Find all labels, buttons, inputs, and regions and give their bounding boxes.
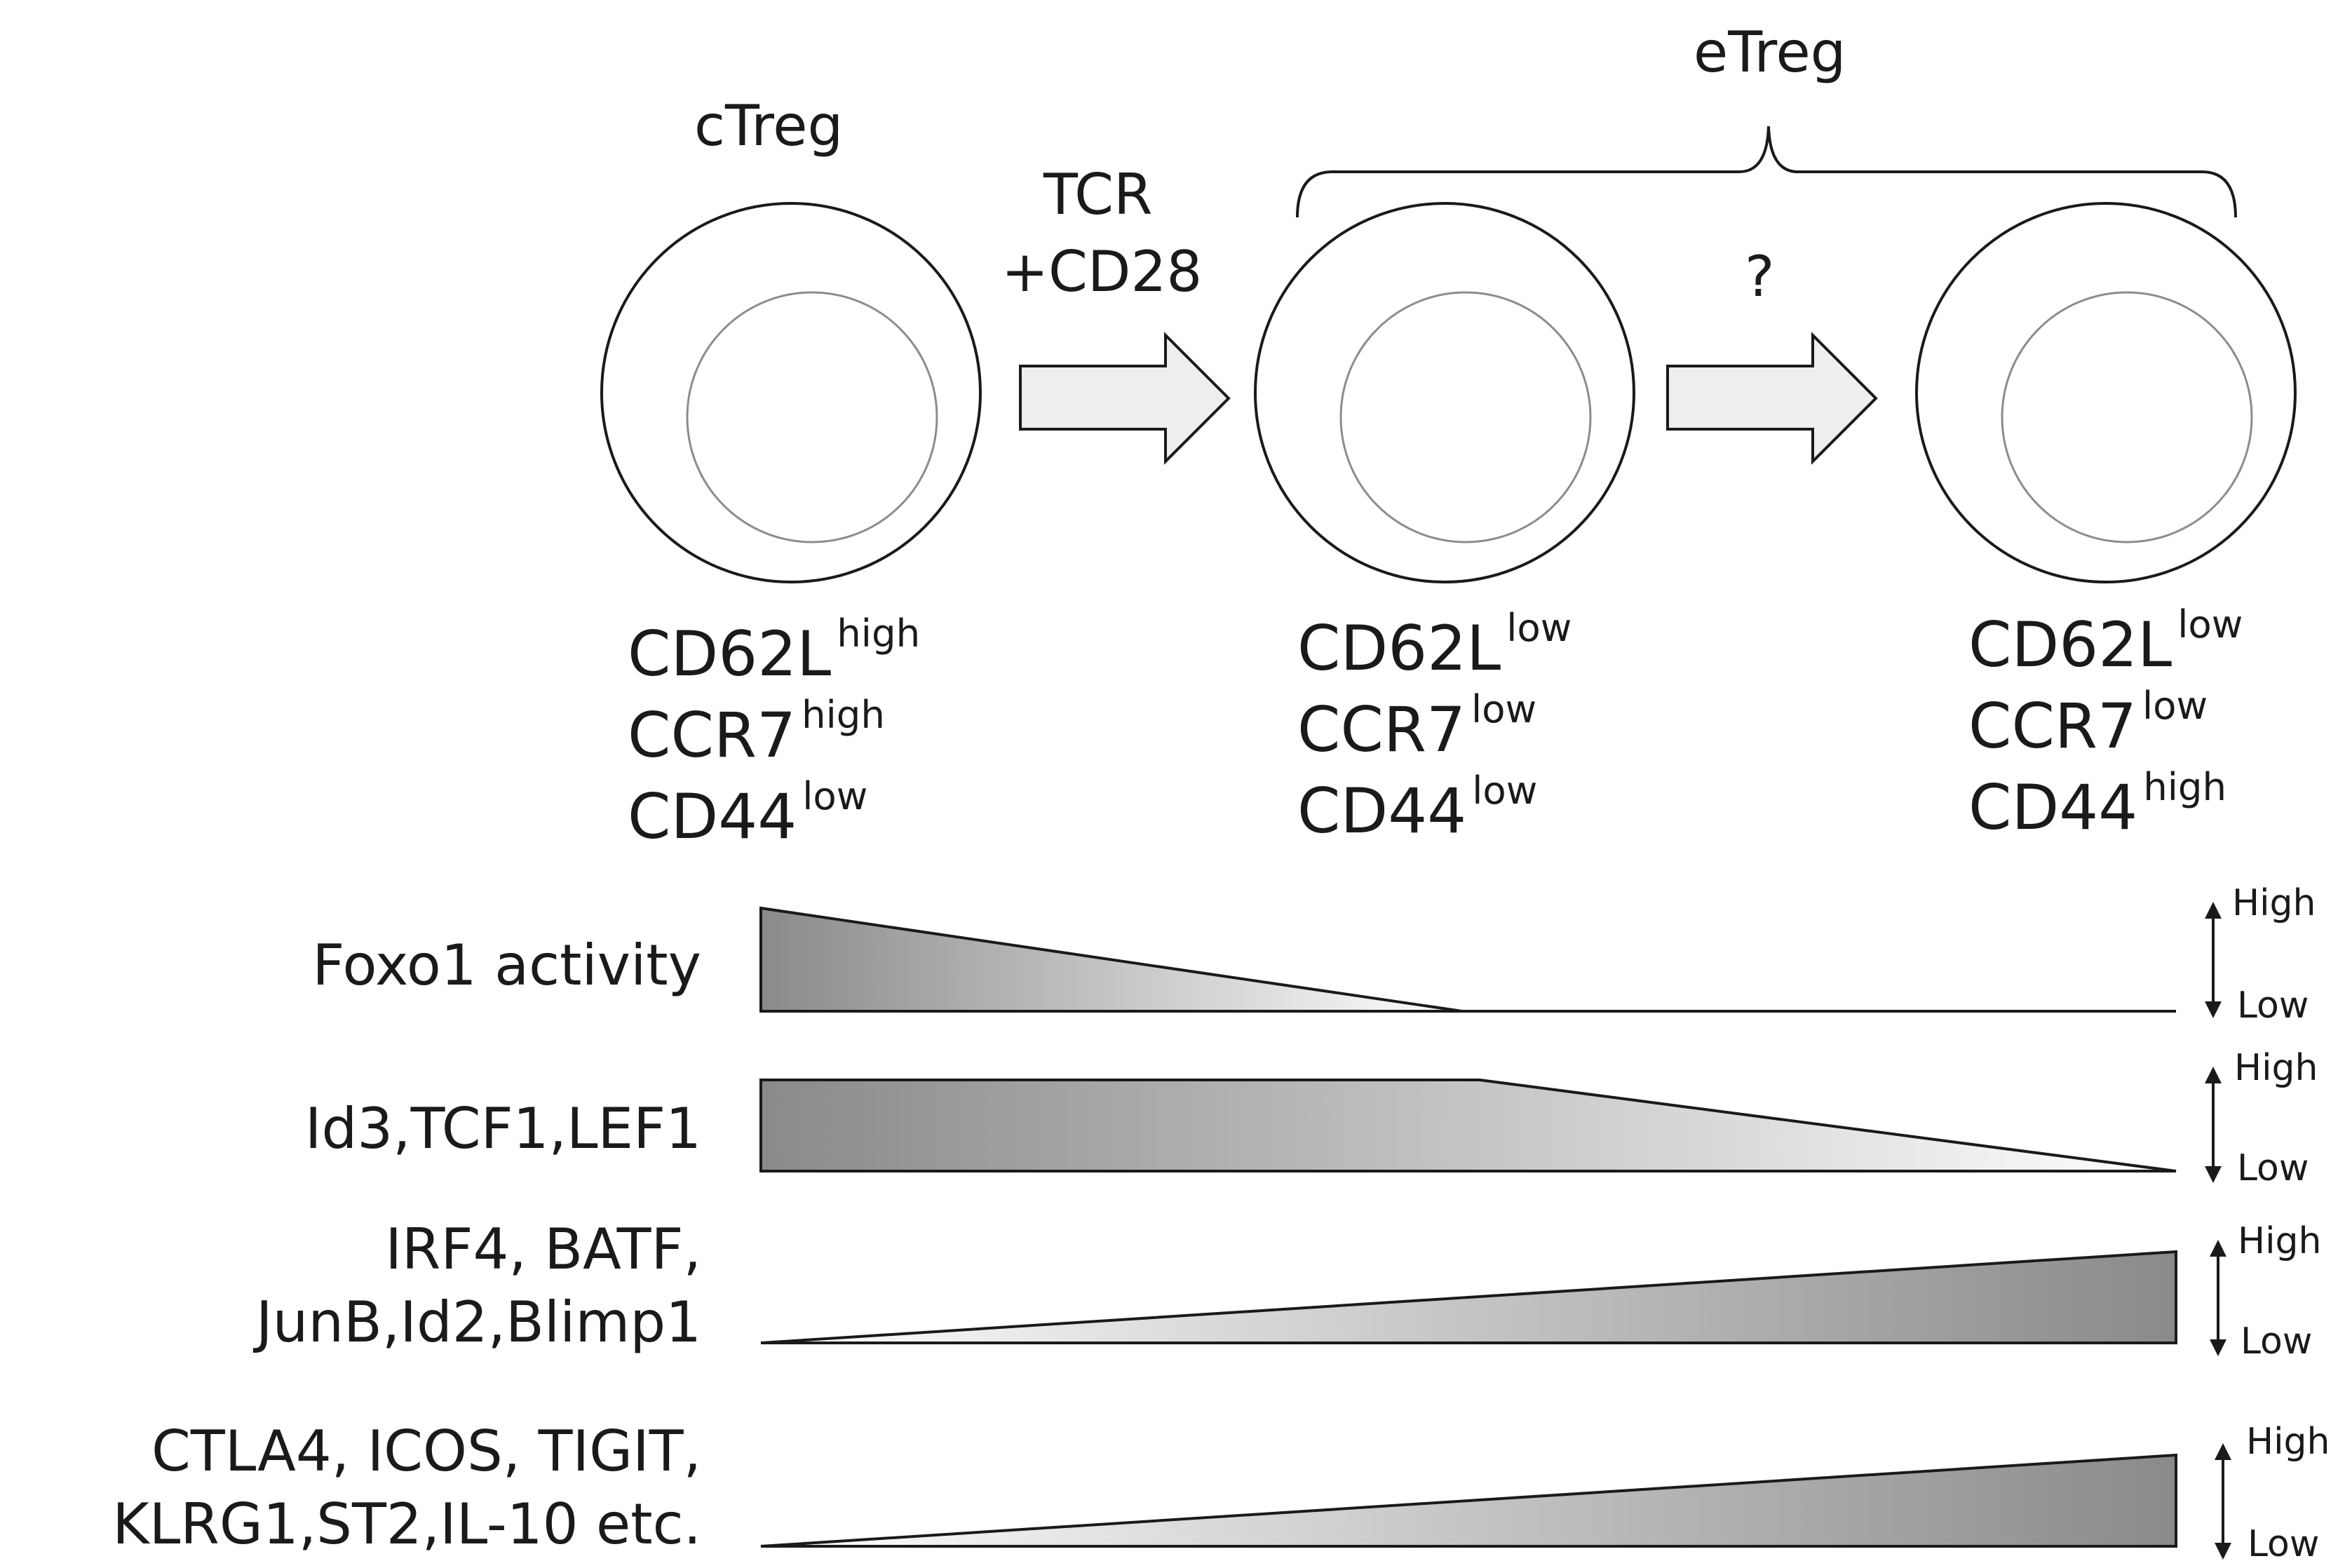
tcr-label: TCR	[1043, 162, 1153, 227]
scale-low-2: Low	[2237, 1147, 2309, 1189]
foxo1-gradient	[759, 906, 1463, 1013]
etreg-bracket	[1296, 126, 2237, 218]
unknown-transition-arrow	[1666, 332, 1878, 465]
scale-low-3: Low	[2241, 1320, 2313, 1363]
row-label-id3: Id3,TCF1,LEF1	[304, 1096, 701, 1161]
row-label-foxo1: Foxo1 activity	[312, 933, 701, 998]
cell-etreg-early	[1254, 202, 1635, 583]
tcr-activation-arrow	[1019, 332, 1231, 465]
scale-high-1: High	[2232, 882, 2316, 924]
ctreg-label: cTreg	[694, 93, 844, 158]
row-label-irf4: IRF4, BATF, JunB,Id2,Blimp1	[256, 1217, 701, 1355]
scale-low-1: Low	[2237, 985, 2309, 1027]
ctla4-gradient	[760, 1453, 2177, 1548]
scale-low-4: Low	[2248, 1523, 2320, 1565]
row-label-ctla4: CTLA4, ICOS, TIGIT, KLRG1,ST2,IL-10 etc.	[112, 1419, 701, 1557]
scale-high-3: High	[2238, 1220, 2322, 1262]
scale-high-4: High	[2246, 1421, 2330, 1463]
scale-high-2: High	[2234, 1047, 2318, 1089]
etreg-label: eTreg	[1694, 20, 1846, 85]
question-label: ?	[1745, 244, 1775, 309]
irf4-gradient	[760, 1250, 2177, 1344]
cell-ctreg	[600, 202, 982, 583]
id3-gradient	[759, 1079, 2177, 1172]
cell-etreg-late	[1915, 202, 2297, 583]
cd28-label: +CD28	[1001, 239, 1203, 304]
